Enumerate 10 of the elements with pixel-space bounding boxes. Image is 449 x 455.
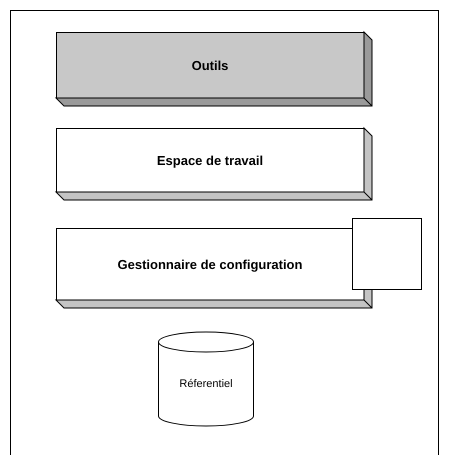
- layer-block: [56, 32, 372, 106]
- database-cylinder: [158, 332, 254, 426]
- node-label: Réferentiel: [179, 378, 233, 390]
- layer-block: [56, 228, 372, 308]
- frame-border: [10, 10, 439, 455]
- node-label: Gestionnaire de configuration: [118, 256, 302, 272]
- node-label: Espace de travail: [156, 152, 264, 168]
- layer-block: [56, 128, 372, 200]
- note-box: [352, 218, 422, 290]
- node-label: Outils: [192, 58, 228, 72]
